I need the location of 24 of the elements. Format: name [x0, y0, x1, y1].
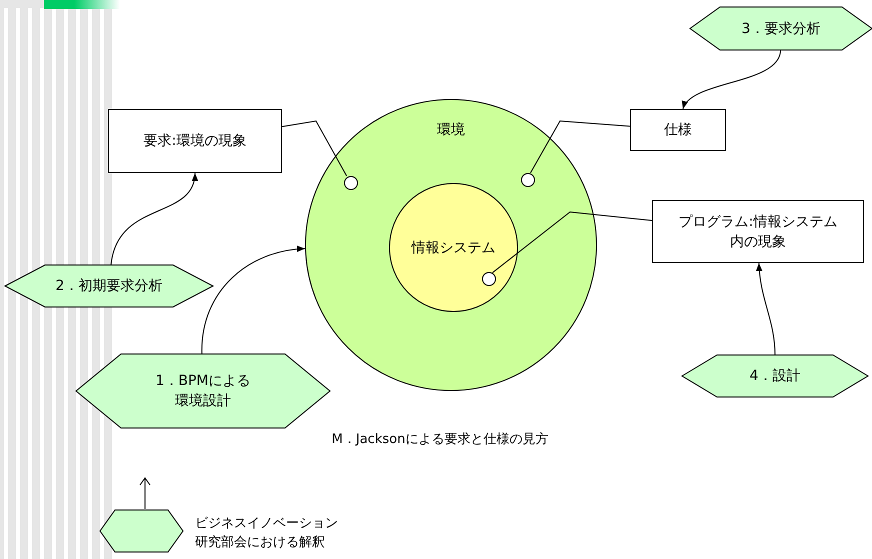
- leader-line: [492, 211, 652, 274]
- connection-point: [521, 173, 535, 187]
- step-label: 1．BPMによる環境設計: [154, 372, 252, 411]
- text-box: [108, 109, 282, 173]
- arrow: [110, 172, 197, 266]
- step-label: 2．初期要求分析: [56, 277, 162, 296]
- step-label: 4．設計: [750, 367, 800, 386]
- circle-label: 情報システム: [410, 238, 496, 258]
- box-label: 要求:環境の現象: [144, 132, 246, 151]
- arrow: [682, 50, 782, 110]
- leader-line: [530, 120, 630, 174]
- leader-line: [282, 120, 348, 176]
- circle-label: 環境: [436, 121, 466, 140]
- legend-label: ビジネスイノベーション研究部会における解釈: [195, 515, 339, 552]
- connection-point: [482, 272, 496, 286]
- box-label: 仕様: [664, 121, 692, 140]
- step-label: 3．要求分析: [742, 20, 820, 38]
- text-box: [652, 200, 864, 263]
- arrow: [201, 246, 306, 354]
- caption: M．Jacksonによる要求と仕様の見方: [330, 431, 550, 449]
- connection-point: [344, 176, 358, 190]
- arrow: [756, 262, 776, 356]
- text-box: [630, 109, 726, 151]
- box-label: プログラム:情報システム内の現象: [678, 212, 838, 252]
